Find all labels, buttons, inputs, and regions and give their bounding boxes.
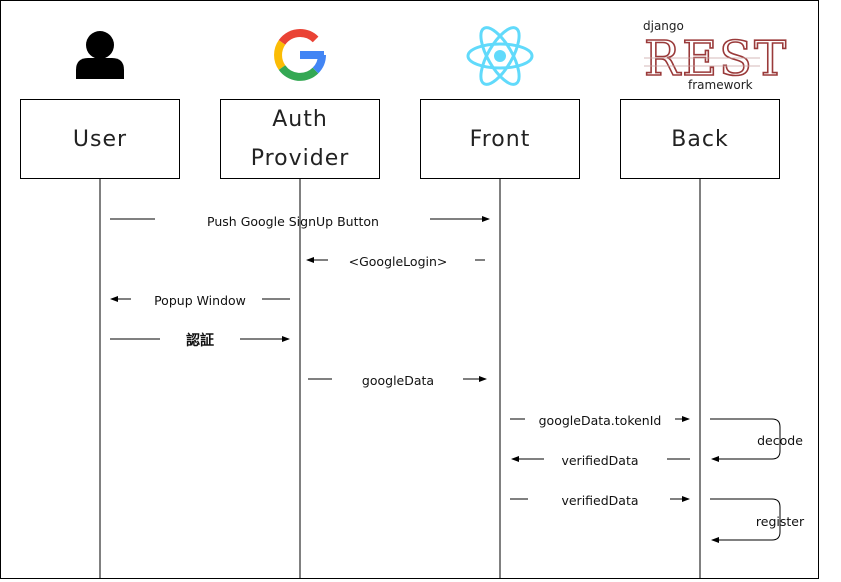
message-label: verifiedData — [561, 453, 638, 468]
message-2: <GoogleLogin> — [306, 254, 485, 269]
message-3: Popup Window — [110, 293, 290, 308]
actor-auth-provider: Auth Provider — [220, 99, 380, 179]
message-6: googleData.tokenId — [510, 413, 690, 428]
message-label: googleData.tokenId — [539, 413, 662, 428]
message-1: Push Google SignUp Button — [110, 214, 490, 229]
message-9: verifiedData — [510, 493, 690, 508]
message-label: verifiedData — [561, 493, 638, 508]
message-label: decode — [757, 433, 803, 448]
message-label: Popup Window — [154, 293, 246, 308]
message-5: googleData — [308, 373, 487, 388]
django-rest-framework-logo: django REST framework — [643, 19, 788, 92]
message-4: 認証 — [110, 332, 290, 349]
message-7: decode — [710, 418, 803, 462]
message-10: register — [710, 498, 805, 543]
message-label: <GoogleLogin> — [349, 254, 448, 269]
react-icon — [466, 26, 534, 86]
logo-framework-text: framework — [688, 78, 753, 92]
message-label: googleData — [362, 373, 434, 388]
message-label: Push Google SignUp Button — [207, 214, 379, 229]
message-8: verifiedData — [511, 453, 690, 468]
actor-front: Front — [420, 99, 580, 179]
diagram-frame — [0, 0, 819, 579]
google-icon — [274, 28, 326, 81]
message-label: 認証 — [186, 332, 214, 349]
actor-user: User — [20, 99, 180, 179]
logo-rest-text: REST — [644, 31, 788, 87]
message-label: register — [756, 514, 805, 529]
actor-back: Back — [620, 99, 780, 179]
logo-django-text: django — [643, 19, 684, 33]
user-icon — [76, 31, 124, 79]
